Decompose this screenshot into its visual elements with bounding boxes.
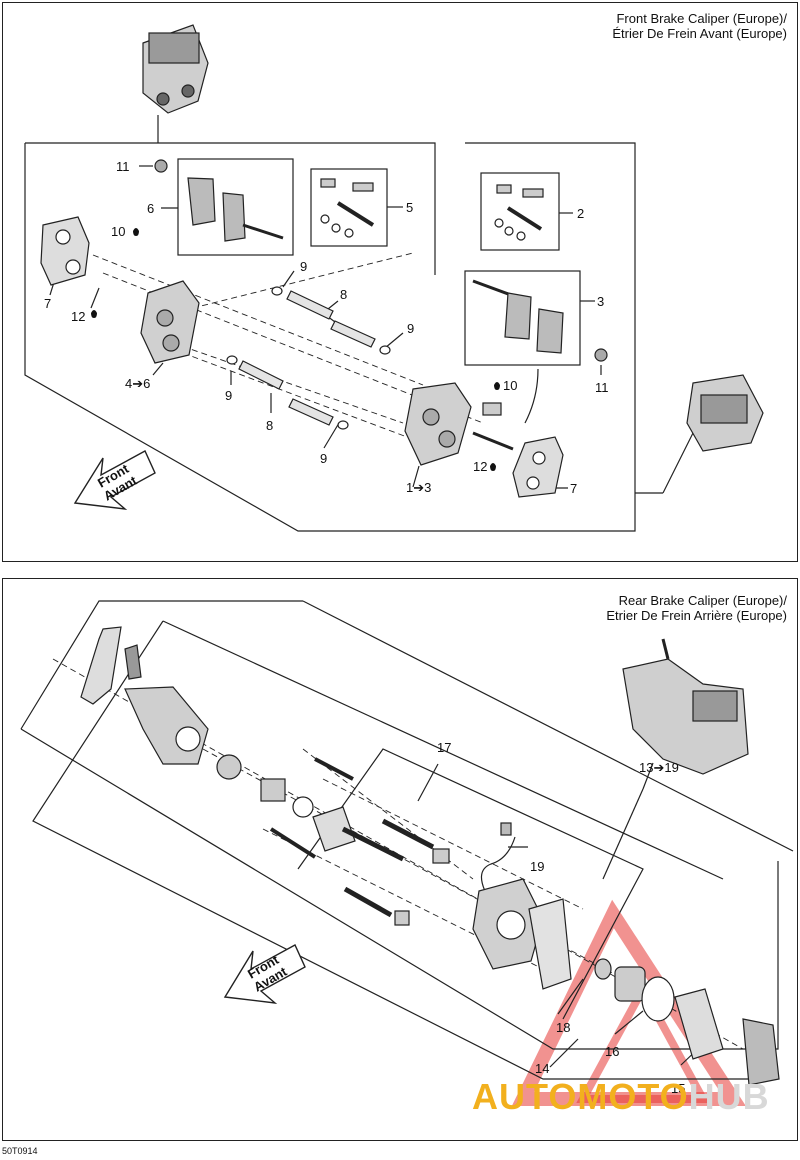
pad-kit-3-parts	[472, 279, 564, 354]
front-caliper-assembly-right	[686, 374, 764, 452]
callout-9-b: 9	[407, 321, 414, 336]
front-panel-title: Front Brake Caliper (Europe)/ Étrier De …	[612, 11, 787, 41]
callout-19: 19	[530, 859, 544, 874]
front-outline-top	[25, 142, 436, 275]
rear-title-line2: Etrier De Frein Arrière (Europe)	[606, 608, 787, 623]
lubricant-drop-icon	[91, 228, 500, 471]
callout-8-bottom: 8	[266, 418, 273, 433]
rear-caliper-housing-left	[124, 686, 209, 765]
callout-12-left: 12	[71, 309, 85, 324]
nuts-11	[154, 159, 608, 362]
callout-3: 3	[597, 294, 604, 309]
callout-9-a: 9	[300, 259, 307, 274]
front-caliper-panel: Front Brake Caliper (Europe)/ Étrier De …	[2, 2, 798, 562]
watermark-text: AUTOMOTOHUB	[472, 1076, 770, 1118]
rear-piston-parts	[594, 958, 780, 1086]
callout-10-right: 10	[503, 378, 517, 393]
watermark-part1: AUTOMOTO	[472, 1076, 689, 1117]
pin-kit-5-parts	[320, 178, 375, 238]
callout-13-19: 13➔19	[639, 760, 679, 775]
callout-7-right: 7	[570, 481, 577, 496]
rear-front-direction-arrow-icon	[223, 944, 306, 1004]
front-outline-right	[24, 142, 636, 532]
callout-14: 14	[535, 1061, 549, 1076]
kit-box-6	[177, 158, 294, 256]
callout-1-3: 1➔3	[406, 480, 431, 495]
rear-bleeder-19	[500, 822, 512, 836]
callout-17: 17	[437, 740, 451, 755]
callout-18: 18	[556, 1020, 570, 1035]
drawing-code: 50T0914	[2, 1146, 38, 1156]
long-pins-8	[238, 290, 376, 426]
callout-11-top: 11	[116, 159, 130, 174]
front-title-line1: Front Brake Caliper (Europe)/	[616, 11, 787, 26]
rear-lever-arm	[80, 626, 142, 705]
callout-10-left: 10	[111, 224, 125, 239]
callout-8-top: 8	[340, 287, 347, 302]
caliper-body-right	[404, 382, 514, 466]
callout-2: 2	[577, 206, 584, 221]
callout-16: 16	[605, 1044, 619, 1059]
callout-5: 5	[406, 200, 413, 215]
watermark-part2: HUB	[688, 1076, 770, 1117]
front-exploded-diagram: Front Avant 11 6 5 2 10 7 12 9 8 9 3 11 …	[24, 24, 764, 532]
rear-panel-title: Rear Brake Caliper (Europe)/ Etrier De F…	[606, 593, 787, 623]
washers-9	[226, 286, 391, 430]
kit-box-2	[480, 172, 560, 251]
front-caliper-assembly-top	[142, 24, 209, 114]
callout-9-c: 9	[225, 388, 232, 403]
bracket-7-left	[40, 216, 90, 286]
callout-7-left: 7	[44, 296, 51, 311]
callout-9-d: 9	[320, 451, 327, 466]
rear-caliper-panel: Rear Brake Caliper (Europe)/ Etrier De F…	[2, 578, 798, 1141]
callout-11-right: 11	[595, 380, 609, 395]
callout-15: 15	[671, 1081, 685, 1096]
caliper-body-left	[140, 280, 200, 364]
rear-caliper-assembly-top-right	[622, 638, 749, 775]
front-direction-arrow-icon	[73, 450, 156, 510]
pin-kit-2-parts	[494, 184, 544, 241]
rear-exploded-diagram: Front Avant 17 13➔19 19 18 16 14 15	[20, 600, 794, 1106]
rear-caliper-body	[472, 878, 572, 990]
callout-4-6: 4➔6	[125, 376, 150, 391]
pad-kit-6-parts	[187, 177, 284, 242]
rear-title-line1: Rear Brake Caliper (Europe)/	[618, 593, 787, 608]
callout-6: 6	[147, 201, 154, 216]
callout-12-right: 12	[473, 459, 487, 474]
bracket-7-right	[512, 436, 564, 498]
kit-box-3	[464, 270, 581, 366]
rear-rotor-parts	[216, 754, 450, 926]
front-title-line2: Étrier De Frein Avant (Europe)	[612, 26, 787, 41]
